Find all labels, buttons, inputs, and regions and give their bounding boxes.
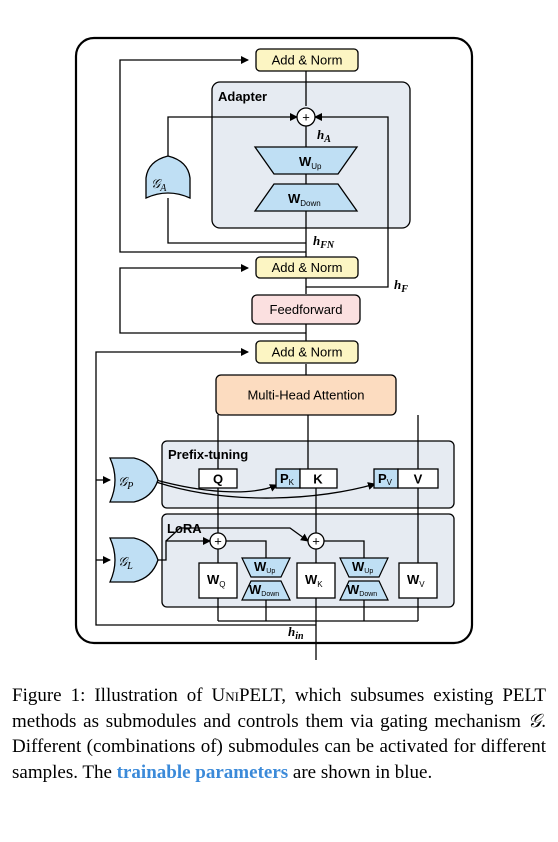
gate-p (108, 457, 159, 503)
k-box (299, 468, 338, 489)
h-f-label: hF (394, 277, 408, 295)
w-v-box (398, 562, 438, 599)
adapter-w-up-label: WUp (299, 154, 322, 171)
adapter-w-down (253, 183, 359, 212)
lora-k-w-up (339, 557, 389, 578)
lora-plus-q: + (214, 534, 222, 549)
figure-caption: Figure 1: Illustration of UniPELT, which… (12, 685, 546, 783)
adapter-w-up (253, 146, 359, 175)
v-label: V (414, 472, 423, 487)
gating-symbol: 𝒢 (527, 710, 542, 732)
v-box (397, 468, 439, 489)
lora-k-w-down (339, 580, 389, 601)
prefix-k-label: PK (280, 471, 295, 487)
prefix-tuning-title: Prefix-tuning (168, 447, 248, 462)
w-q-box (198, 562, 238, 599)
feedforward-block (251, 294, 361, 325)
w-k-label: WK (305, 572, 323, 589)
h-fn-label: hFN (313, 233, 335, 251)
adapter-sum-node (296, 107, 316, 127)
add-norm-bottom-label: Add & Norm (272, 345, 343, 360)
lora-sum-node-k (307, 532, 325, 550)
adapter-title: Adapter (218, 89, 267, 104)
unipelt-diagram: Adapter Prefix-tuning LoRA (74, 36, 474, 660)
gate-l-label: 𝒢L (118, 554, 133, 572)
k-label: K (313, 472, 323, 487)
add-norm-top-label: Add & Norm (272, 53, 343, 68)
h-a-label: hA (317, 127, 331, 145)
lora-q-w-up (241, 557, 291, 578)
q-box (198, 468, 238, 489)
add-norm-mid (255, 256, 359, 279)
add-norm-bottom (255, 340, 359, 364)
lora-plus-k: + (312, 534, 320, 549)
add-norm-mid-label: Add & Norm (272, 260, 343, 275)
lora-q-w-up-label: WUp (254, 559, 275, 575)
gate-a (145, 155, 191, 200)
w-k-box (296, 562, 336, 599)
adapter-w-down-label: WDown (288, 191, 321, 208)
gate-l (108, 537, 159, 583)
multi-head-attention-block (215, 374, 397, 416)
lora-q-w-down (241, 580, 291, 601)
lora-k-w-down-label: WDown (347, 582, 377, 598)
lora-q-w-down-label: WDown (249, 582, 279, 598)
add-norm-top (255, 48, 359, 72)
q-label: Q (213, 472, 223, 487)
prefix-v-label: PV (378, 471, 393, 487)
w-q-label: WQ (207, 572, 226, 589)
lora-k-w-up-label: WUp (352, 559, 373, 575)
lora-sum-node-q (209, 532, 227, 550)
adapter-plus-symbol: + (302, 110, 310, 125)
trainable-parameters-highlight: trainable parameters (116, 761, 289, 783)
h-in-label: hin (288, 624, 304, 642)
feedforward-label: Feedforward (270, 302, 343, 317)
w-v-label: WV (407, 572, 425, 589)
gate-p-label: 𝒢P (118, 474, 133, 492)
gate-a-label: 𝒢A (151, 176, 167, 194)
multi-head-attention-label: Multi-Head Attention (247, 388, 364, 403)
